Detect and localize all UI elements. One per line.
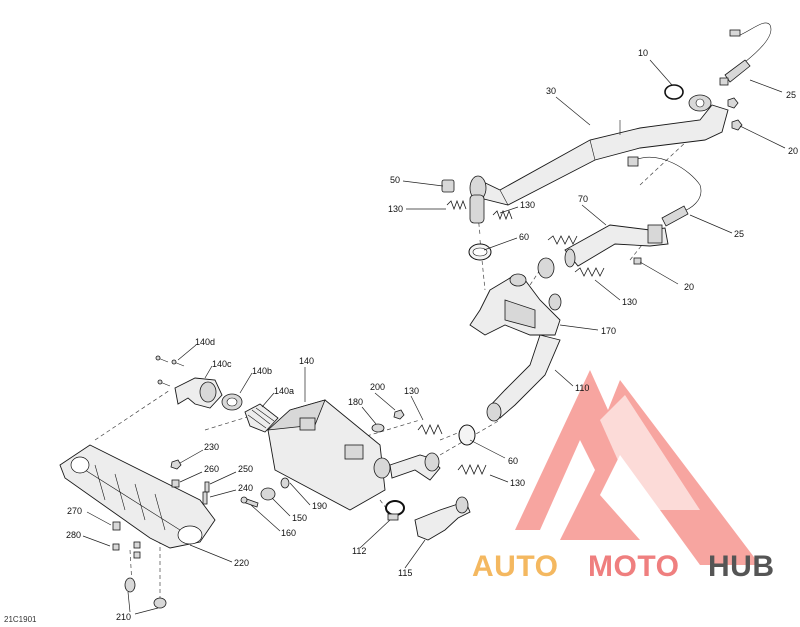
callout-112: 112 [352, 546, 366, 556]
callout-110: 110 [575, 383, 589, 393]
callout-240: 240 [238, 483, 253, 493]
figure-reference: 21C1901 [4, 615, 37, 624]
part-140a-coupler[interactable] [244, 403, 279, 433]
part-115-tailpipe[interactable] [414, 496, 471, 541]
callout-230: 230 [204, 442, 219, 452]
part-130-spring-b[interactable] [492, 209, 513, 221]
callout-140d: 140d [195, 337, 215, 347]
callout-60-lower: 60 [508, 456, 518, 466]
watermark-moto: MOTO [588, 550, 679, 583]
callout-labels: 10 25 30 20 50 130 130 70 25 60 20 130 1… [66, 48, 798, 622]
part-160-bolt[interactable] [240, 496, 259, 508]
callout-50: 50 [390, 175, 400, 185]
part-140c-elbow[interactable] [174, 377, 223, 409]
watermark-wordmark: AUTO MOTO HUB [472, 550, 775, 583]
part-130-spring-a[interactable] [446, 199, 467, 211]
part-10-gasket[interactable] [664, 84, 684, 100]
part-250-bolt[interactable] [204, 481, 210, 493]
part-190-grommet[interactable] [280, 477, 290, 489]
part-20-nut-top[interactable] [727, 97, 743, 131]
callout-20-top: 20 [788, 146, 798, 156]
watermark-logo [515, 370, 760, 565]
callout-30: 30 [546, 86, 556, 96]
part-25-oxygen-sensor-top[interactable] [719, 22, 772, 86]
callout-270: 270 [67, 506, 82, 516]
watermark-auto: AUTO [472, 550, 558, 583]
part-170-y-pipe[interactable] [469, 273, 562, 336]
leader-lines [82, 59, 786, 615]
part-150-bushing[interactable] [260, 487, 276, 501]
callout-130-e: 130 [510, 478, 525, 488]
callout-160: 160 [281, 528, 296, 538]
callout-20-mid: 20 [684, 282, 694, 292]
part-140b-gasket[interactable] [221, 393, 243, 411]
callout-60-top: 60 [519, 232, 529, 242]
part-200-nut[interactable] [393, 409, 405, 420]
part-60-ring-lower[interactable] [458, 424, 476, 446]
callout-140a: 140a [274, 386, 294, 396]
callout-25-mid: 25 [734, 229, 744, 239]
part-30-header-pipe[interactable] [469, 94, 729, 224]
part-70-pipe[interactable] [564, 224, 669, 268]
callout-150: 150 [292, 513, 307, 523]
part-140-muffler[interactable] [266, 399, 441, 511]
callout-210: 210 [116, 612, 131, 622]
part-50-bushing[interactable] [441, 179, 455, 193]
callout-130-d: 130 [404, 386, 419, 396]
part-130-spring-d[interactable] [574, 267, 605, 277]
part-210-grommet[interactable] [124, 577, 167, 609]
callout-115: 115 [398, 568, 412, 578]
part-180-washer[interactable] [371, 423, 385, 433]
part-240-bolt[interactable] [202, 491, 208, 505]
callout-140c: 140c [212, 359, 232, 369]
callout-140: 140 [299, 356, 314, 366]
part-130-spring-c[interactable] [547, 235, 578, 245]
part-140d-bolts[interactable] [155, 355, 185, 387]
watermark-hub: HUB [708, 550, 775, 583]
part-60-ring-top[interactable] [468, 243, 555, 279]
part-280-nut[interactable] [112, 541, 141, 559]
callout-170: 170 [601, 326, 616, 336]
callout-130-a: 130 [388, 204, 403, 214]
callout-250: 250 [238, 464, 253, 474]
part-130-spring-f[interactable] [457, 464, 487, 475]
callout-260: 260 [204, 464, 219, 474]
callout-200: 200 [370, 382, 385, 392]
watermark-triangle [515, 370, 760, 565]
callout-25-top: 25 [786, 90, 796, 100]
callout-140b: 140b [252, 366, 272, 376]
part-110-down-pipe[interactable] [486, 334, 561, 422]
part-220-heat-shield[interactable] [59, 444, 216, 549]
part-112-clamp[interactable] [385, 500, 405, 521]
part-20-nut-mid[interactable] [633, 257, 642, 265]
callout-220: 220 [234, 558, 249, 568]
part-130-spring-e[interactable] [417, 424, 443, 435]
callout-280: 280 [66, 530, 81, 540]
part-270-clip[interactable] [112, 521, 121, 531]
callout-180: 180 [348, 397, 363, 407]
callout-130-c: 130 [622, 297, 637, 307]
callout-190: 190 [312, 501, 327, 511]
callout-130-b: 130 [520, 200, 535, 210]
callout-70: 70 [578, 194, 588, 204]
callout-10: 10 [638, 48, 648, 58]
part-25-oxygen-sensor-mid[interactable] [627, 156, 702, 227]
part-260-clip[interactable] [171, 479, 180, 488]
part-230-nut[interactable] [170, 459, 182, 470]
